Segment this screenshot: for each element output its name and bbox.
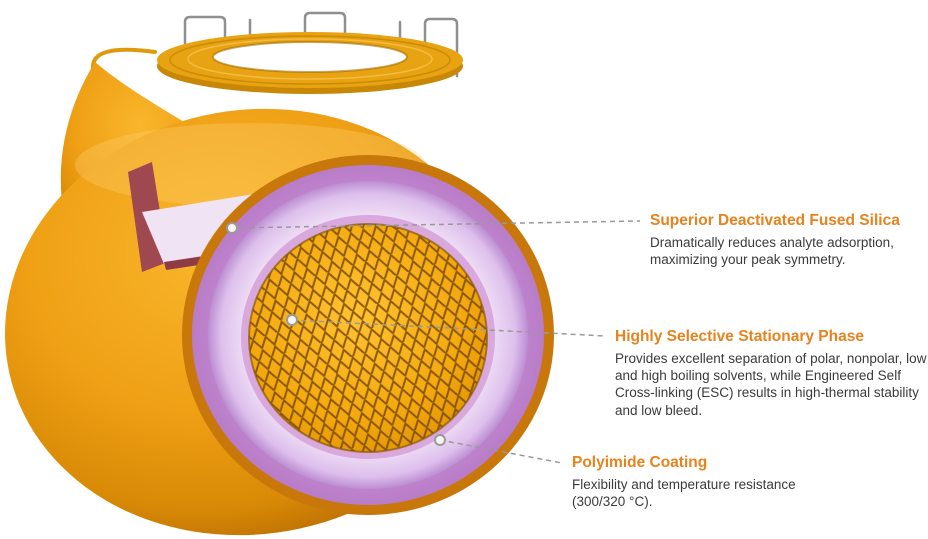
leader-dot-fused-silica (226, 222, 238, 234)
annotation-body-polyimide: Flexibility and temperature resistance (… (572, 476, 796, 510)
annotation-title-fused-silica: Superior Deactivated Fused Silica (650, 212, 900, 229)
annotation-body-fused-silica: Dramatically reduces analyte adsorption,… (650, 234, 894, 268)
leader-dot-polyimide (434, 434, 446, 446)
capillary-cutaway (5, 62, 554, 536)
fiber-swoosh (91, 47, 157, 70)
leader-line-stationary-phase (291, 319, 607, 337)
leader-dot-stationary-phase (286, 314, 298, 326)
annotation-stationary-phase: Highly Selective Stationary Phase Provid… (615, 328, 927, 419)
annotation-title-polyimide: Polyimide Coating (572, 454, 708, 471)
annotation-title-stationary-phase: Highly Selective Stationary Phase (615, 328, 864, 345)
stationary-phase-pattern (249, 224, 487, 452)
coiled-column (157, 32, 463, 94)
annotation-body-stationary-phase: Provides excellent separation of polar, … (615, 350, 927, 418)
annotation-polyimide: Polyimide Coating Flexibility and temper… (572, 454, 834, 510)
annotation-fused-silica: Superior Deactivated Fused Silica Dramat… (650, 212, 922, 268)
leader-line-polyimide (439, 439, 563, 464)
